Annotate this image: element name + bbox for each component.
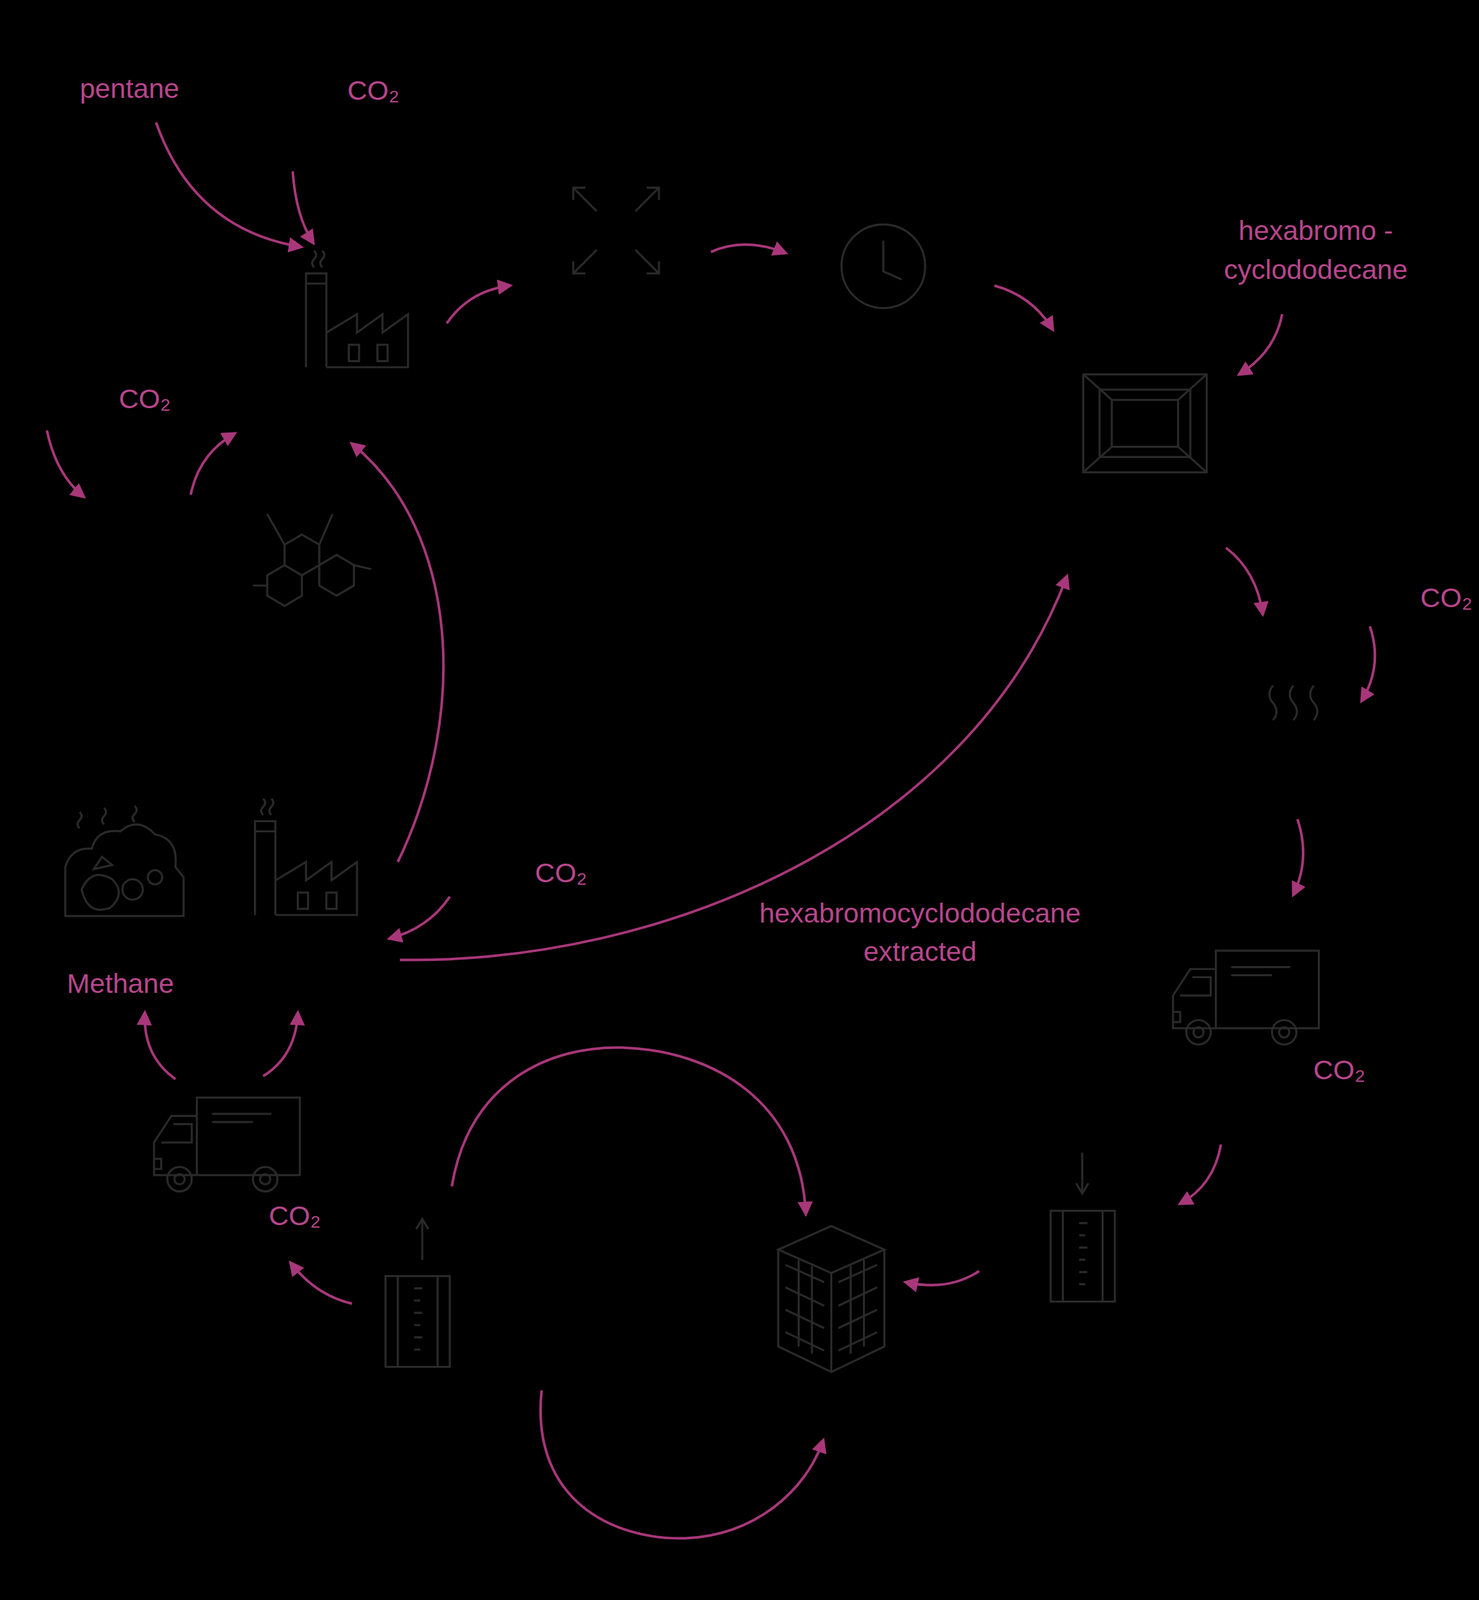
drawing-stroke [252,514,372,586]
flow-label: CO₂ [1313,1051,1366,1091]
drawing-stroke [292,171,314,244]
landfill-icon [65,806,184,917]
drawing-stroke [635,187,659,212]
drawing-stroke [446,285,510,324]
drawing-stroke [290,1262,352,1304]
install-arrow [1075,1152,1089,1194]
drawing-stroke [144,1012,176,1080]
drawing-stroke [1361,626,1376,701]
heat-icon [1269,685,1318,720]
drawing-stroke [262,1012,298,1076]
flow-label: CO₂ [118,380,171,420]
drawing-stroke [1293,818,1304,895]
drawing-stroke [1099,389,1191,457]
drawing-stroke [77,806,137,829]
drawing-stroke [778,1249,885,1372]
drawing-stroke [785,1264,825,1351]
drawing-stroke [190,433,235,496]
flow-label: hexabromocyclododecane extracted [736,894,1104,973]
drawing-stroke [389,896,450,939]
drawing-stroke [573,250,597,274]
drawing-stroke [573,187,597,212]
insulation-icon [1050,1210,1115,1302]
removed-insulation-icon [385,1276,450,1368]
drawing-stroke [284,534,320,576]
drawing-stroke [351,443,444,863]
building-icon [778,1226,885,1373]
drawing-stroke [451,1047,806,1214]
truck-icon [1173,950,1320,1045]
flow-label: CO₂ [1420,579,1472,618]
drawing-stroke [778,1226,885,1274]
flow-label: CO₂ [347,72,400,111]
drawing-stroke [841,224,926,309]
clock-icon [841,224,926,309]
factory-icon [305,250,408,368]
drawing-stroke [267,564,302,606]
drawing-stroke [838,1264,878,1351]
drawing-stroke [1083,374,1207,473]
drawing-stroke [635,250,659,274]
drawing-stroke [46,430,84,498]
truck-icon [154,1097,301,1192]
drawing-stroke [156,122,301,247]
flow-label: CO₂ [534,854,587,894]
flow-arrows [46,122,1375,1538]
drawing-stroke [1180,1144,1222,1204]
flow-label: CO₂ [268,1197,321,1236]
drawing-stroke [1083,374,1207,473]
drawing-stroke [81,856,119,910]
drawing-stroke [1310,685,1318,720]
drawing-stroke [1226,547,1263,615]
drawing-stroke [65,824,184,917]
drawing-stroke [122,878,143,900]
flow-label: Methane [66,965,174,1004]
drawing-stroke [994,285,1053,330]
drawing-stroke [540,1390,824,1538]
drawing-stroke [319,554,354,596]
drawing-stroke [1269,685,1277,720]
drawing-stroke [147,870,162,885]
drawing-stroke [798,1259,864,1354]
drawing-stroke [1289,685,1297,720]
factory-icon [255,798,357,915]
molecule-icon [252,514,372,607]
flow-label: hexabromo -cyclododecane [1198,212,1434,290]
expand-icon [573,187,659,274]
frame-icon [1083,374,1207,473]
drawing-stroke [710,244,785,253]
flow-label: pentane [79,70,180,109]
drawing-stroke [883,240,902,280]
drawing-stroke [1111,399,1179,447]
removal-arrow [416,1218,429,1260]
drawing-stroke [1239,314,1282,375]
drawing-stroke [905,1271,980,1286]
